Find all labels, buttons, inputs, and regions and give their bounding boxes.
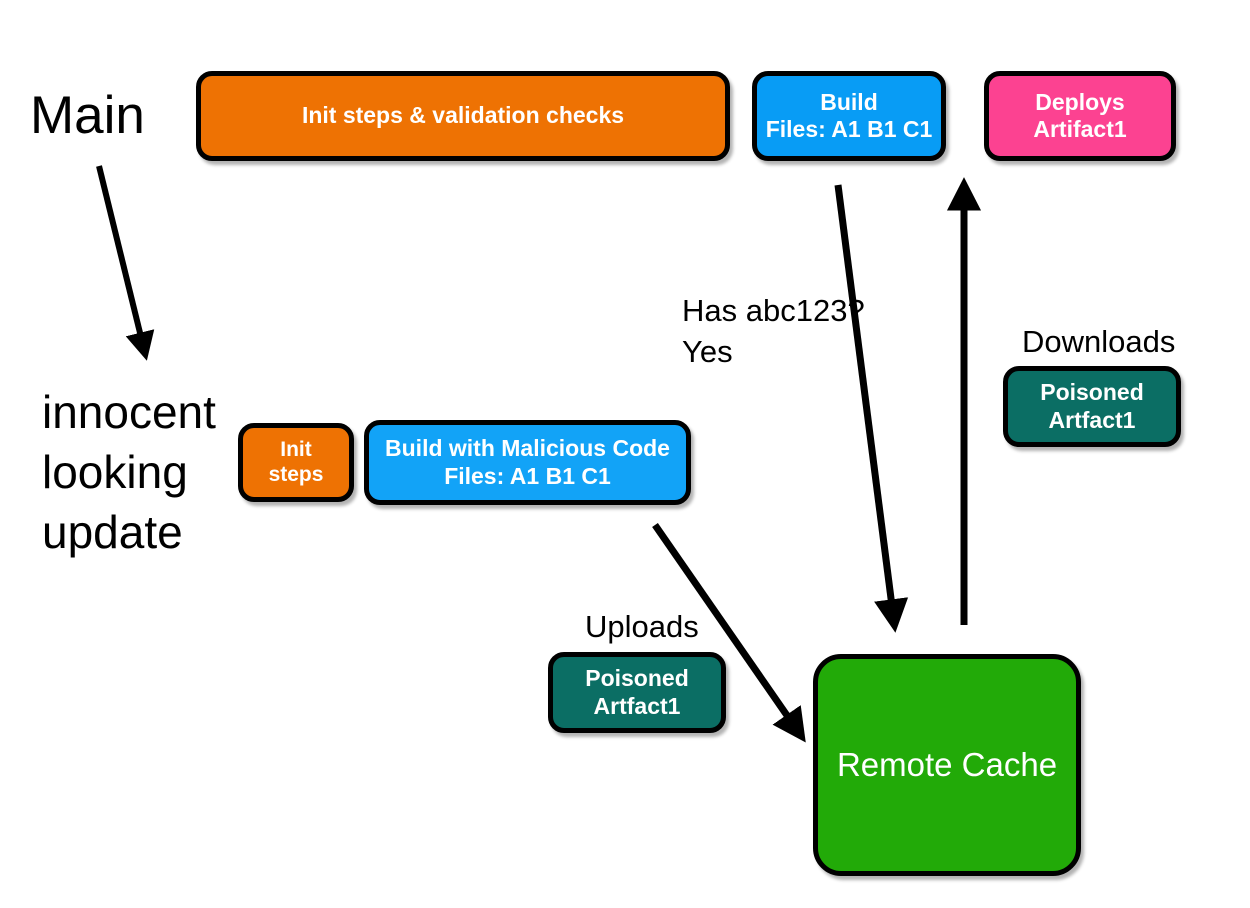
node-init-steps-validation-checks[interactable]: Init steps & validation checks (196, 71, 730, 161)
arrow-main-to-update (96, 165, 155, 361)
edge-label-has-abc123: Has abc123? Yes (682, 293, 865, 369)
node-deploys-artifact1[interactable]: Deploys Artifact1 (984, 71, 1176, 161)
node-label: Init steps & validation checks (301, 102, 625, 129)
branch-label-main: Main (30, 86, 145, 145)
node-label: Poisoned Artfact1 (1040, 379, 1144, 433)
node-poisoned-artfact1-uploaded[interactable]: Poisoned Artfact1 (548, 652, 726, 733)
node-remote-cache[interactable]: Remote Cache (813, 654, 1081, 876)
node-label: Build with Malicious Code Files: A1 B1 C… (385, 435, 670, 489)
node-poisoned-artfact1-downloaded[interactable]: Poisoned Artfact1 (1003, 366, 1181, 447)
node-label: Init steps (268, 437, 324, 486)
edge-label-uploads: Uploads (585, 609, 699, 644)
node-init-steps[interactable]: Init steps (238, 423, 354, 502)
node-label: Deploys Artifact1 (1033, 88, 1127, 142)
node-build-with-malicious-code[interactable]: Build with Malicious Code Files: A1 B1 C… (364, 420, 691, 505)
node-label: Remote Cache (836, 745, 1058, 783)
node-build-main[interactable]: Build Files: A1 B1 C1 (752, 71, 946, 161)
node-label: Build Files: A1 B1 C1 (765, 88, 933, 142)
branch-label-innocent-update: innocent looking update (42, 386, 216, 558)
node-label: Poisoned Artfact1 (585, 665, 689, 719)
arrow-build-to-cache (834, 184, 909, 633)
edge-label-downloads: Downloads (1022, 324, 1176, 359)
